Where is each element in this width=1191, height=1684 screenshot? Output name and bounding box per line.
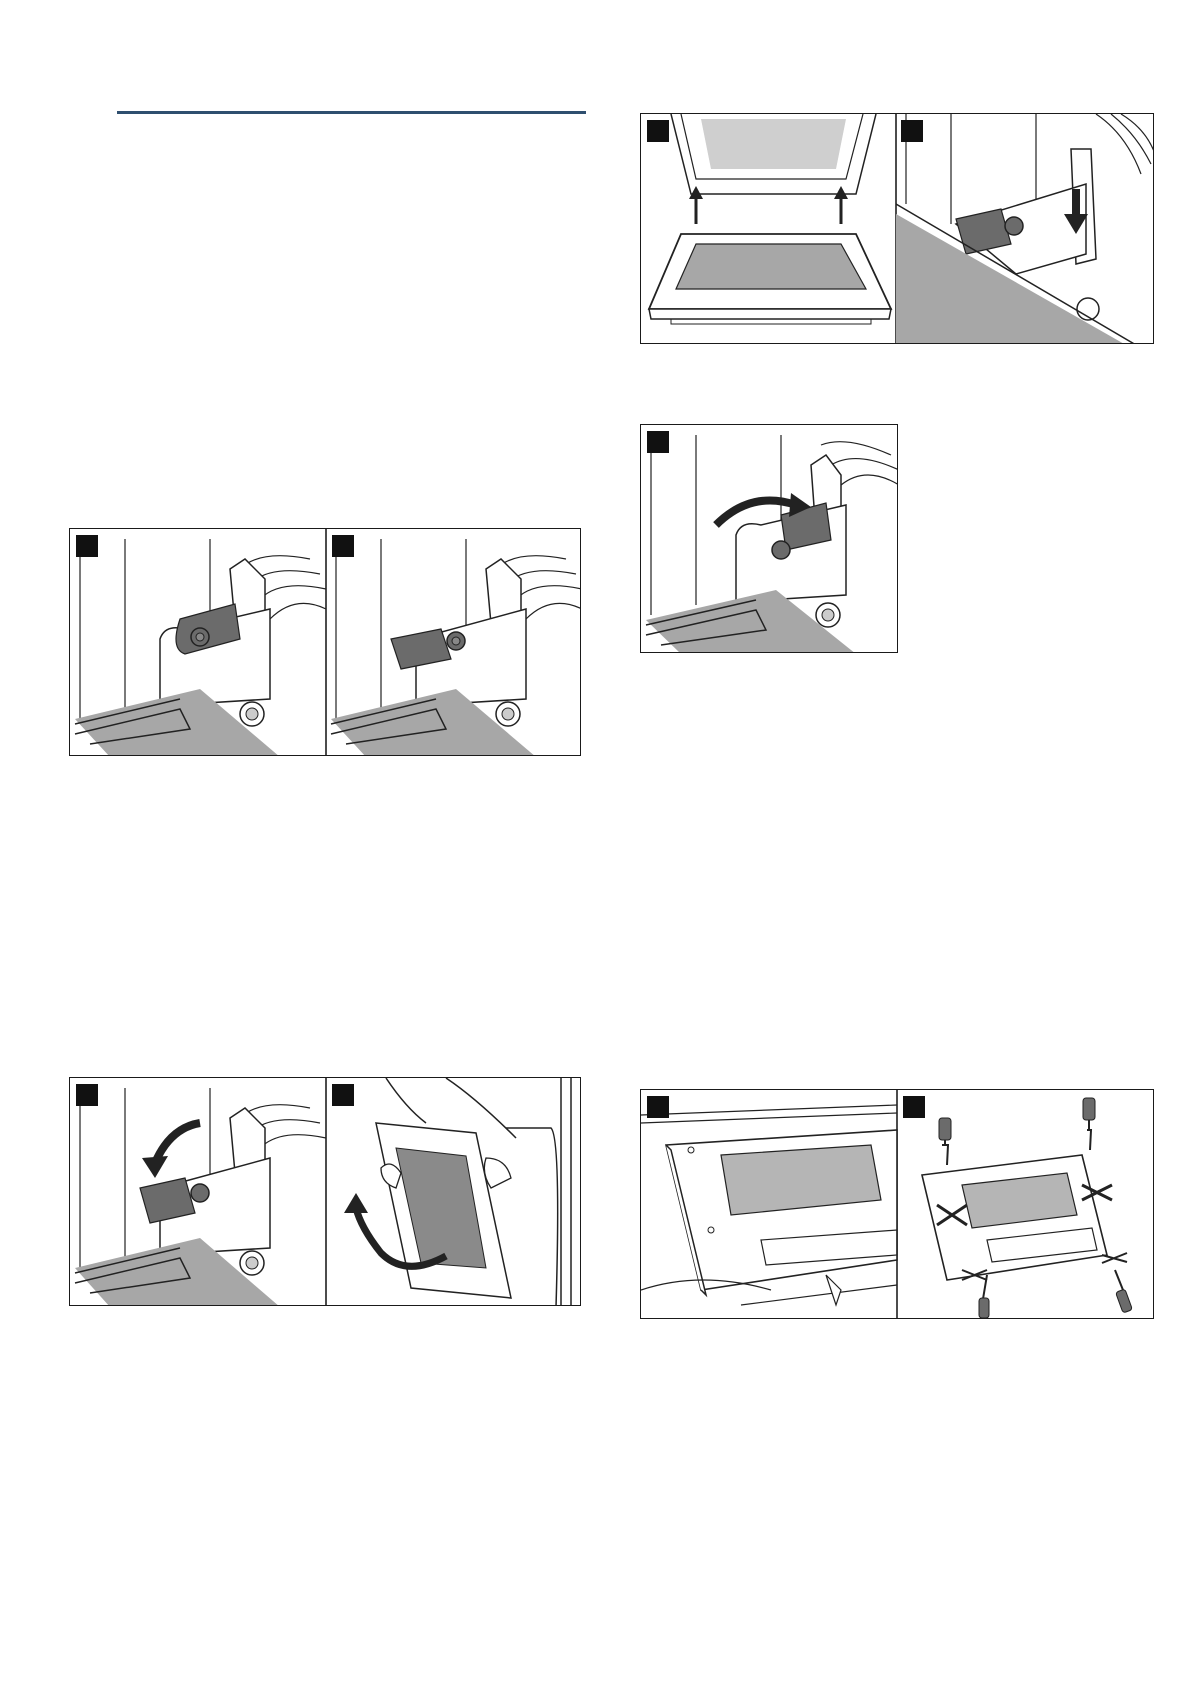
step-marker-b <box>332 535 354 557</box>
figure-close-hinge <box>640 424 898 653</box>
figure-remove-door-drawing <box>70 1078 581 1306</box>
panel-hinge-flipped <box>331 539 581 756</box>
step-marker-b <box>332 1084 354 1106</box>
panel-hinge-press-down <box>75 1088 326 1306</box>
panel-door-onto-hinges <box>649 114 891 324</box>
figure-door-cover-removal <box>640 1089 1154 1319</box>
step-marker-b <box>903 1096 925 1118</box>
section-heading-rule <box>117 111 586 114</box>
step-marker-a <box>76 535 98 557</box>
step-marker-a <box>647 431 669 453</box>
figure-hinge-lever <box>69 528 581 756</box>
figure-reinsert-door <box>640 113 1154 344</box>
figure-hinge-lever-drawing <box>70 529 581 756</box>
step-marker-a <box>647 1096 669 1118</box>
step-marker-a <box>647 120 669 142</box>
step-marker-a <box>76 1084 98 1106</box>
step-marker-b <box>901 120 923 142</box>
panel-hinge-push-in <box>896 114 1154 344</box>
figure-remove-door <box>69 1077 581 1306</box>
figure-close-hinge-drawing <box>641 425 898 653</box>
figure-reinsert-door-drawing <box>641 114 1154 344</box>
panel-hinge-closed <box>75 539 326 756</box>
panel-hinge-flip-closed <box>646 435 898 653</box>
panel-door-lift-out <box>344 1078 571 1306</box>
panel-remove-screws <box>922 1098 1132 1318</box>
figure-door-cover-removal-drawing <box>641 1090 1154 1319</box>
panel-door-on-cloth <box>641 1105 897 1305</box>
